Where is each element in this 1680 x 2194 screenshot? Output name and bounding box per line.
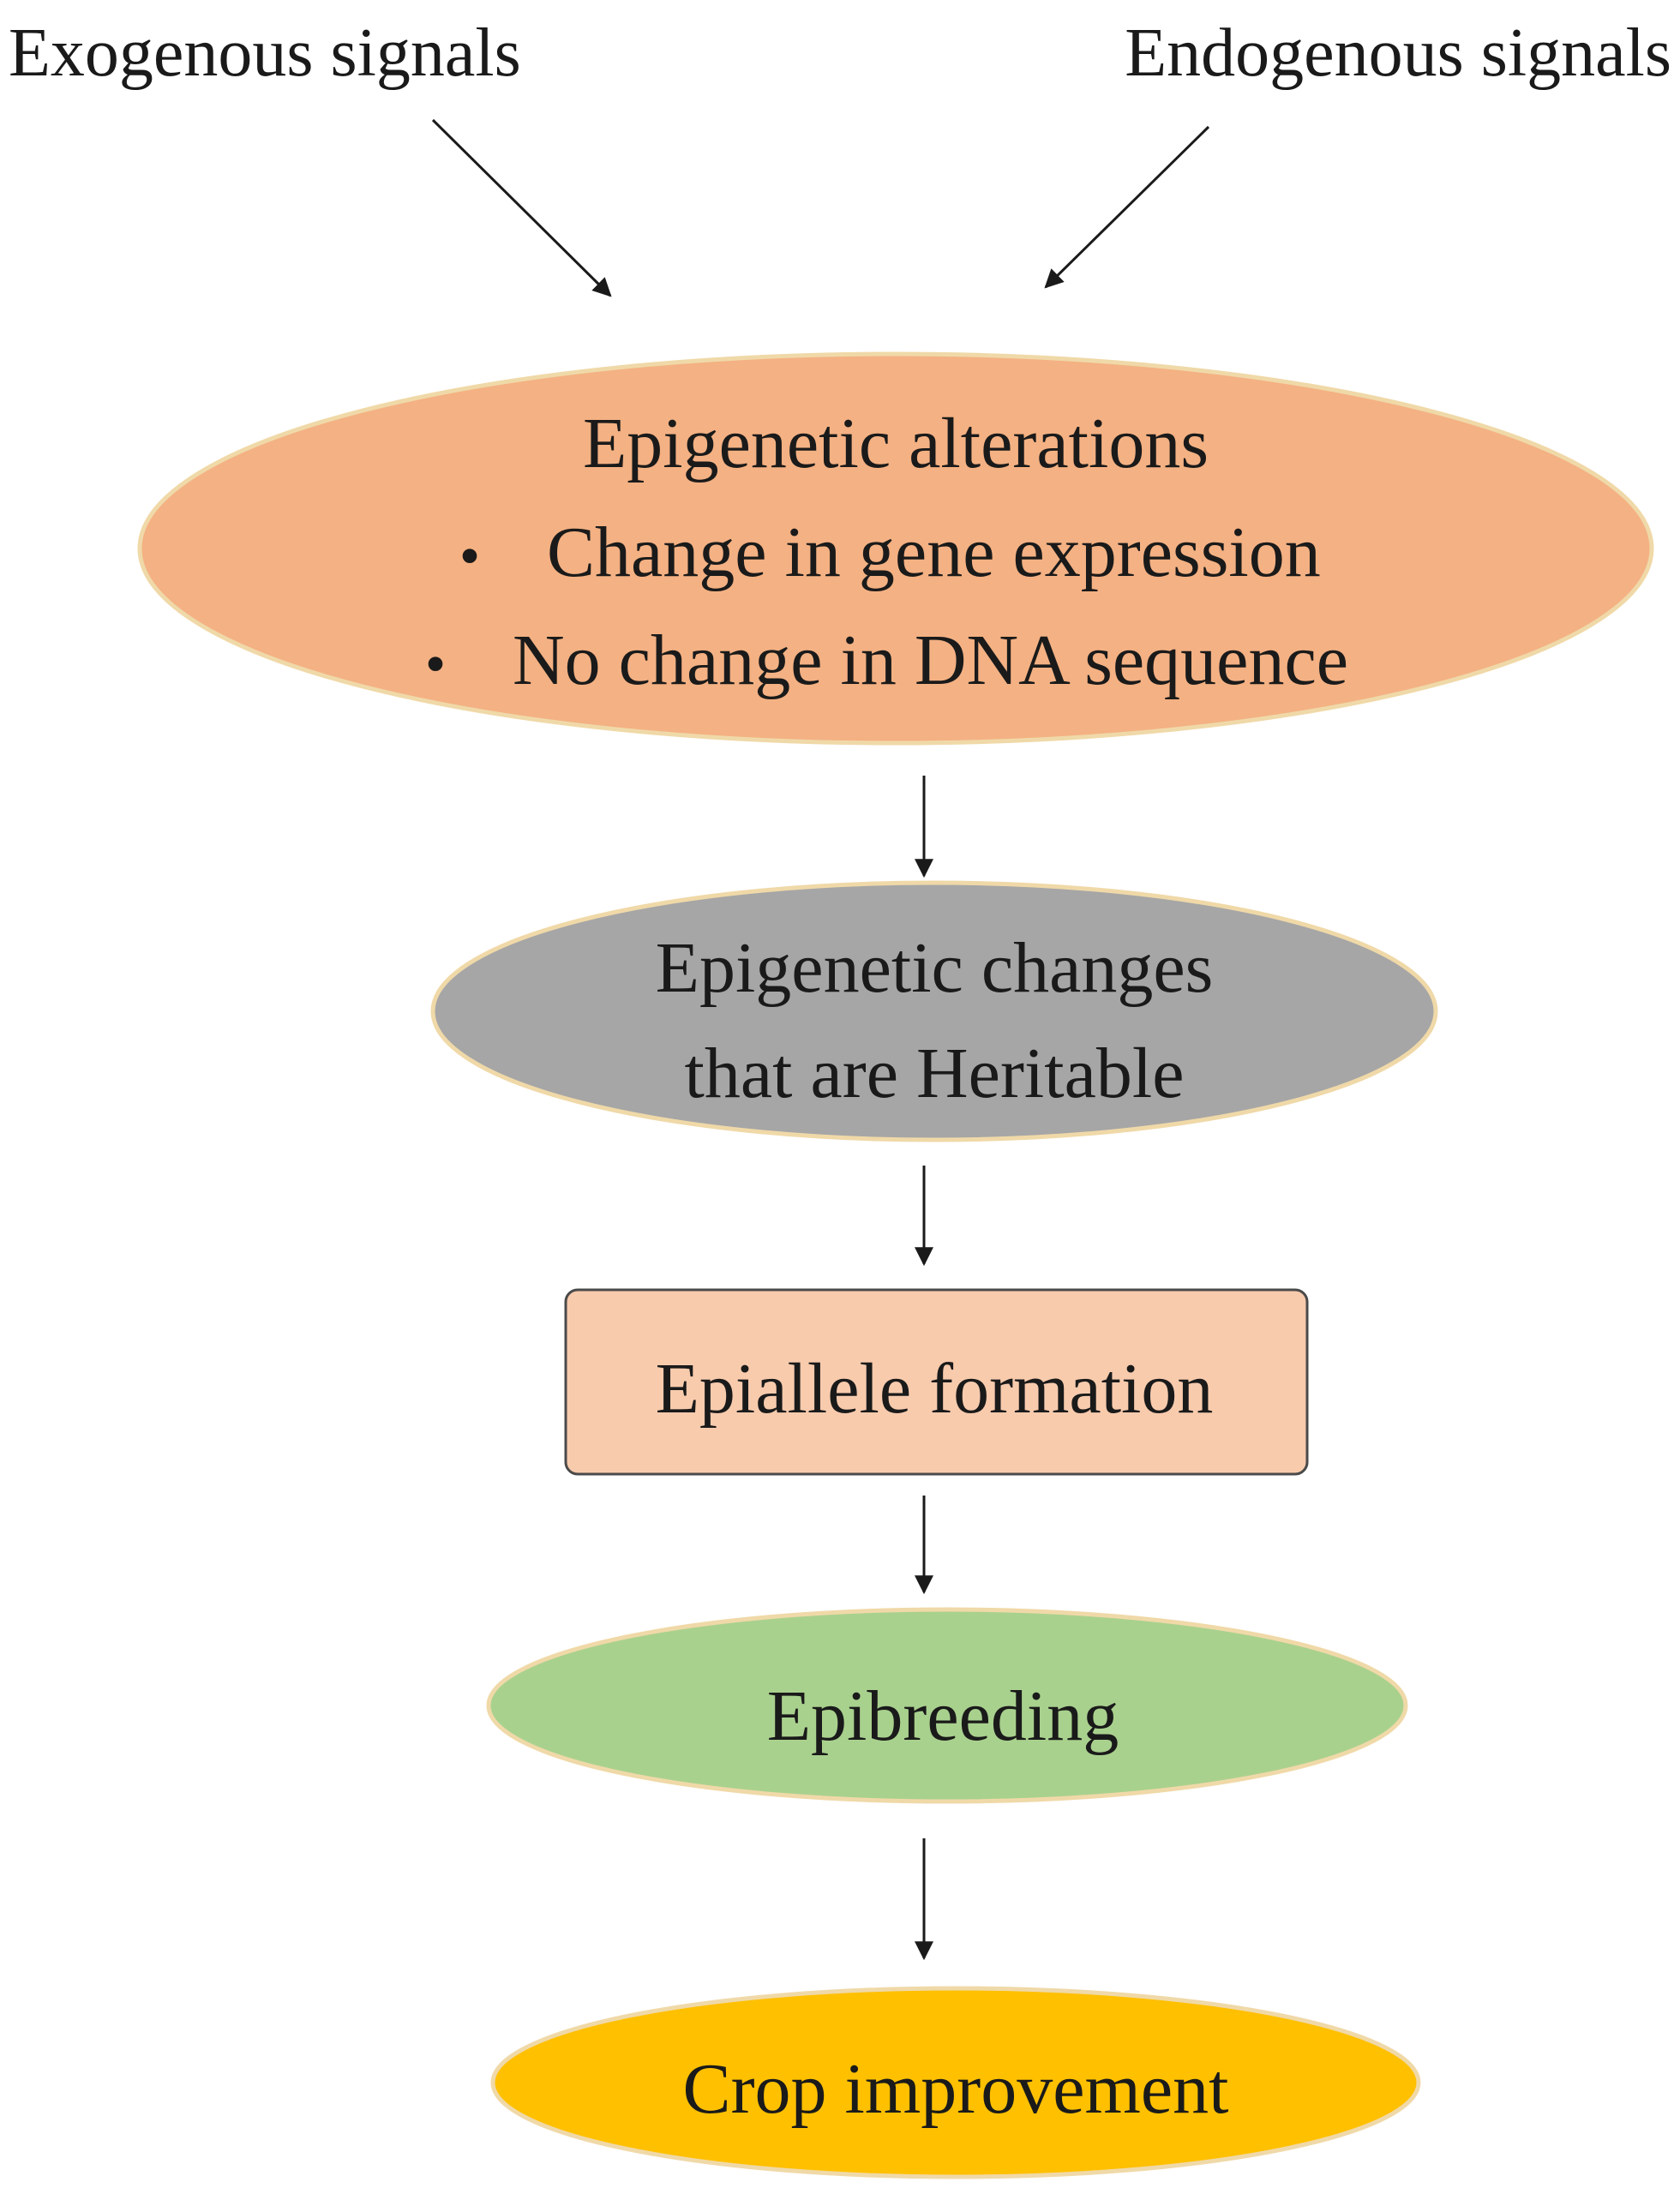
epiallele-formation-label: Epiallele formation bbox=[656, 1349, 1214, 1429]
heritable-changes-ellipse bbox=[430, 880, 1438, 1142]
epibreeding-node: Epibreeding bbox=[486, 1607, 1408, 1804]
heritable-changes-line-1: Epigenetic changes bbox=[656, 928, 1214, 1008]
endogenous-signals-label: Endogenous signals bbox=[1125, 15, 1671, 91]
heritable-changes-node: Epigenetic changes that are Heritable bbox=[430, 880, 1438, 1142]
crop-improvement-ellipse bbox=[490, 1986, 1421, 2179]
bullet-glyph-1: • bbox=[459, 524, 481, 590]
epigenetic-alterations-ellipse bbox=[137, 351, 1654, 746]
epibreeding-ellipse bbox=[486, 1607, 1408, 1804]
bullet-no-change-in-dna-sequence: No change in DNA sequence bbox=[513, 620, 1348, 700]
epigenetic-alterations-node: Epigenetic alterations • Change in gene … bbox=[137, 351, 1654, 746]
epiallele-formation-box bbox=[564, 1288, 1309, 1476]
heritable-changes-line-2: that are Heritable bbox=[685, 1034, 1185, 1113]
crop-improvement-label: Crop improvement bbox=[683, 2049, 1229, 2129]
endogenous-arrow bbox=[1044, 125, 1210, 289]
exogenous-arrow bbox=[431, 118, 612, 297]
bullet-change-in-gene-expression: Change in gene expression bbox=[547, 513, 1321, 592]
epigenetic-alterations-title: Epigenetic alterations bbox=[583, 404, 1209, 483]
exogenous-signals-label: Exogenous signals bbox=[9, 15, 521, 91]
epibreeding-label: Epibreeding bbox=[767, 1676, 1119, 1756]
epiallele-formation-node: Epiallele formation bbox=[564, 1288, 1309, 1476]
bullet-glyph-2: • bbox=[425, 632, 447, 698]
crop-improvement-node: Crop improvement bbox=[490, 1986, 1421, 2179]
